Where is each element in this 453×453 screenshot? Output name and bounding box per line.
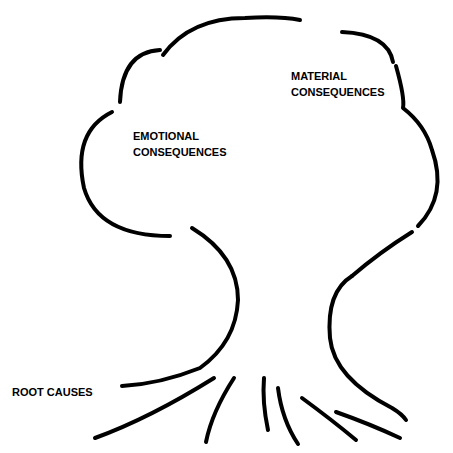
root-line [264, 378, 269, 430]
canopy-outline [352, 232, 412, 276]
canopy-outline [81, 50, 170, 236]
root-label: ROOT CAUSES [12, 384, 93, 400]
emotional-label: EMOTIONAL CONSEQUENCES [133, 128, 243, 160]
trunk-line [122, 228, 238, 386]
root-line [302, 398, 356, 440]
root-line [278, 388, 298, 444]
material-label: MATERIAL CONSEQUENCES [291, 68, 391, 100]
root-line [206, 378, 234, 442]
root-line [336, 412, 400, 438]
canopy-outline [163, 17, 300, 55]
trunk-line [329, 276, 406, 420]
root-line [95, 378, 214, 438]
canopy-outline [342, 32, 438, 226]
